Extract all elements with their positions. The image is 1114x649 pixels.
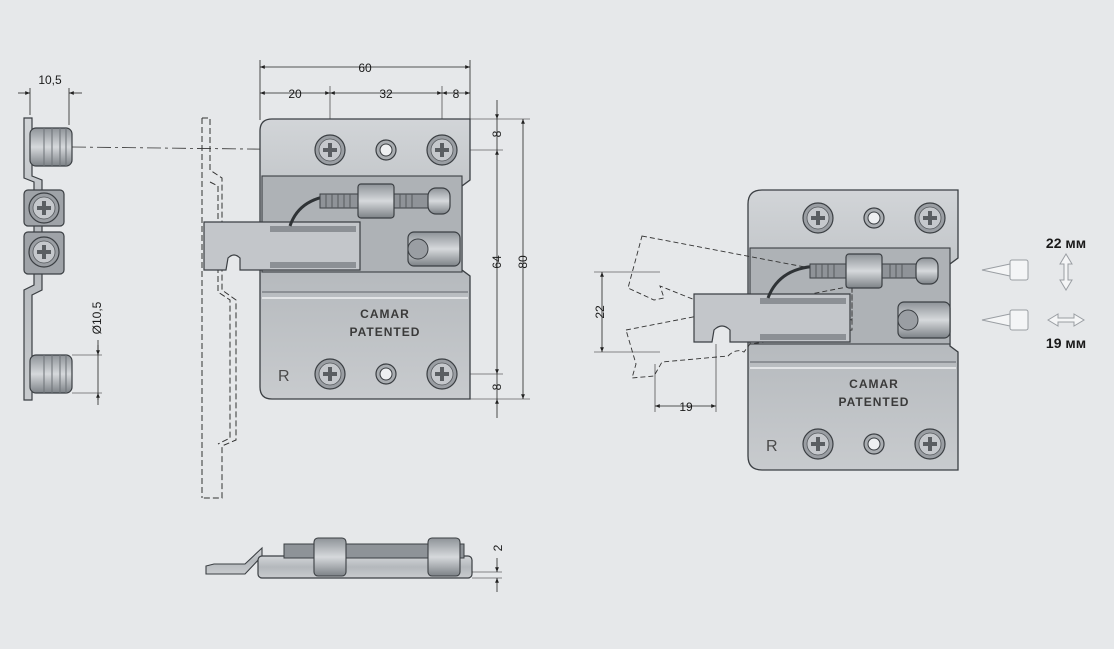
dim-bolt-diameter: Ø10,5 bbox=[90, 301, 104, 334]
dim-side-width: 10,5 bbox=[38, 73, 62, 87]
dim-plate-thickness: 2 bbox=[491, 544, 505, 551]
front-view: 60 20 32 8 8 64 80 8 bbox=[203, 60, 530, 418]
dim-adjust-horizontal: 19 bbox=[679, 400, 693, 414]
screwdriver-icon-lower bbox=[981, 309, 1029, 331]
side-letter-adjust: R bbox=[766, 438, 778, 455]
brand-logo-front: CAMAR bbox=[360, 307, 410, 321]
patented-mark-adjust: PATENTED bbox=[839, 395, 910, 409]
dim-left-offset: 20 bbox=[288, 87, 302, 101]
dim-bottom-offset: 8 bbox=[490, 383, 504, 390]
patented-mark-front: PATENTED bbox=[350, 325, 421, 339]
dim-overall-height: 80 bbox=[516, 255, 530, 269]
adjust-vertical-label: 22 мм bbox=[1046, 235, 1086, 251]
dim-vertical-spacing: 64 bbox=[490, 255, 504, 269]
adjust-horizontal-label: 19 мм bbox=[1046, 335, 1086, 351]
dim-overall-width: 60 bbox=[358, 61, 372, 75]
double-arrow-horizontal-icon bbox=[1047, 313, 1085, 327]
adjustment-view: CAMAR PATENTED R 22 19 22 мм 19 мм bbox=[593, 189, 1086, 471]
dim-right-offset: 8 bbox=[453, 87, 460, 101]
dim-adjust-vertical: 22 bbox=[593, 305, 607, 319]
drawer-side-outline bbox=[201, 117, 237, 499]
dim-hole-spacing: 32 bbox=[379, 87, 393, 101]
side-view: 10,5 Ø10,5 bbox=[18, 73, 336, 405]
screwdriver-icon-upper bbox=[981, 259, 1029, 281]
bottom-view: 2 bbox=[205, 537, 505, 592]
brand-logo-adjust: CAMAR bbox=[849, 377, 899, 391]
dim-top-offset: 8 bbox=[490, 130, 504, 137]
side-letter-front: R bbox=[278, 368, 290, 385]
double-arrow-vertical-icon bbox=[1059, 253, 1073, 291]
